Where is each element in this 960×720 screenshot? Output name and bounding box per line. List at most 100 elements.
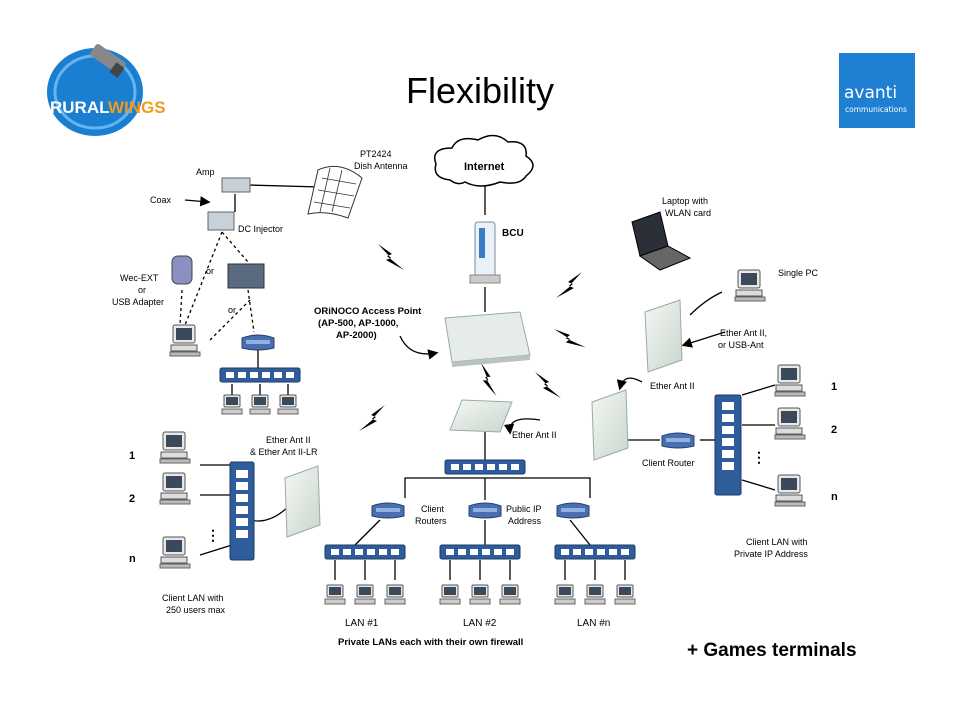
dish-antenna-icon: [307, 165, 363, 219]
connection-lines: [179, 184, 776, 580]
client-lan-left-label-2: 250 users max: [166, 605, 226, 615]
router-icon: [241, 334, 275, 351]
client-routers-label-1: Client: [421, 504, 445, 514]
dish-label-1: PT2424: [360, 149, 392, 159]
slide-title: Flexibility: [405, 70, 555, 111]
laptop-icon: [631, 211, 692, 271]
network-switch-icon: [229, 461, 255, 561]
games-terminals-note: + Games terminals: [687, 640, 857, 661]
wireless-bolt-icon: [535, 372, 561, 398]
ether-ant-lr-label-1: Ether Ant II: [266, 435, 311, 445]
ether-ant-right-label: Ether Ant II: [650, 381, 695, 391]
dc-injector-icon: [207, 211, 235, 231]
desktop-pc-icon: [614, 584, 636, 605]
client-router-icon: [371, 502, 405, 519]
network-switch-icon: [439, 544, 521, 560]
amp-label: Amp: [196, 167, 215, 177]
ellipsis-dots: ⋮: [752, 449, 766, 465]
bcu-label: BCU: [502, 228, 524, 239]
lan-1-label: LAN #1: [345, 618, 379, 629]
client-router-icon: [661, 432, 695, 449]
right-pc-number-n: n: [831, 491, 838, 503]
client-lan-right-label-2: Private IP Address: [734, 549, 808, 559]
avanti-logo-word: avanti: [844, 83, 898, 103]
wec-ext-adapter-icon: [171, 255, 193, 285]
desktop-pc-icon: [159, 472, 191, 505]
wireless-bolt-icon: [378, 244, 404, 270]
or-label-1: or: [206, 266, 214, 276]
ruralwings-logo: RURAL WINGS: [47, 44, 166, 136]
network-switch-icon: [219, 367, 301, 383]
avanti-logo-sub: communications: [845, 105, 907, 114]
wireless-bolt-icon: [553, 322, 586, 355]
dish-label-2: Dish Antenna: [354, 161, 408, 171]
right-pc-number-2: 2: [831, 424, 837, 436]
desktop-pc-icon: [774, 364, 806, 397]
desktop-pc-icon: [554, 584, 576, 605]
private-lans-label: Private LANs each with their own firewal…: [338, 637, 523, 648]
desktop-pc-icon: [469, 584, 491, 605]
right-pc-number-1: 1: [831, 381, 837, 393]
ruralwings-logo-wings: WINGS: [108, 98, 166, 117]
public-ip-label-1: Public IP: [506, 504, 542, 514]
left-pc-number-n: n: [129, 553, 136, 565]
ruralwings-logo-rural: RURAL: [50, 98, 110, 117]
single-pc-label: Single PC: [778, 268, 819, 278]
ether-ant-usb-label-1: Ether Ant II,: [720, 328, 767, 338]
network-switch-icon: [714, 394, 742, 496]
laptop-label-1: Laptop with: [662, 196, 708, 206]
public-ip-label-2: Address: [508, 516, 542, 526]
client-routers-label-2: Routers: [415, 516, 447, 526]
client-router-label: Client Router: [642, 458, 695, 468]
ether-ant-lr-label-2: & Ether Ant II-LR: [250, 447, 318, 457]
desktop-pc-icon: [159, 536, 191, 569]
desktop-pc-icon: [159, 431, 191, 464]
lan-2-label: LAN #2: [463, 618, 497, 629]
ether-ant-panel-icon: [644, 299, 683, 373]
network-switch-icon: [324, 544, 406, 560]
ether-ant-center-label: Ether Ant II: [512, 430, 557, 440]
client-router-icon: [556, 502, 590, 519]
bcu-device-icon: [469, 221, 501, 284]
access-point-label-1: ORiNOCO Access Point: [314, 306, 422, 317]
or-label-2: or: [228, 305, 236, 315]
network-switch-icon: [444, 459, 526, 475]
desktop-pc-icon: [734, 269, 766, 302]
wireless-bolt-icon: [359, 405, 385, 431]
desktop-pc-icon: [499, 584, 521, 605]
desktop-pc-icon: [221, 394, 243, 415]
ellipsis-dots: ⋮: [206, 527, 220, 543]
desktop-pc-icon: [439, 584, 461, 605]
usb-adapter-icon: [227, 263, 265, 289]
wireless-bolt-icon: [556, 272, 582, 298]
lan-n-label: LAN #n: [577, 618, 610, 629]
left-pc-number-2: 2: [129, 493, 135, 505]
wec-ext-label-3: USB Adapter: [112, 297, 164, 307]
ether-ant-panel-icon: [591, 389, 629, 461]
client-lan-right-label-1: Client LAN with: [746, 537, 808, 547]
desktop-pc-icon: [324, 584, 346, 605]
wireless-bolt-icon: [471, 362, 506, 396]
laptop-label-2: WLAN card: [665, 208, 711, 218]
ether-ant-usb-label-2: or USB-Ant: [718, 340, 764, 350]
ether-ant-panel-icon: [449, 399, 513, 433]
internet-cloud-icon: [434, 134, 534, 187]
internet-label: Internet: [464, 161, 505, 173]
amp-device-icon: [221, 177, 251, 193]
desktop-pc-icon: [354, 584, 376, 605]
coax-label: Coax: [150, 195, 172, 205]
ether-ant-panel-icon: [284, 465, 321, 538]
desktop-pc-icon: [249, 394, 271, 415]
access-point-icon: [444, 311, 531, 367]
desktop-pc-icon: [169, 324, 201, 357]
desktop-pc-icon: [774, 407, 806, 440]
desktop-pc-icon: [384, 584, 406, 605]
avanti-logo: avanti communications: [839, 53, 915, 128]
desktop-pc-icon: [584, 584, 606, 605]
desktop-pc-icon: [277, 394, 299, 415]
desktop-pc-icon: [774, 474, 806, 507]
left-pc-number-1: 1: [129, 450, 135, 462]
wec-ext-label-2: or: [138, 285, 146, 295]
access-point-label-2: (AP-500, AP-1000,: [318, 318, 398, 329]
